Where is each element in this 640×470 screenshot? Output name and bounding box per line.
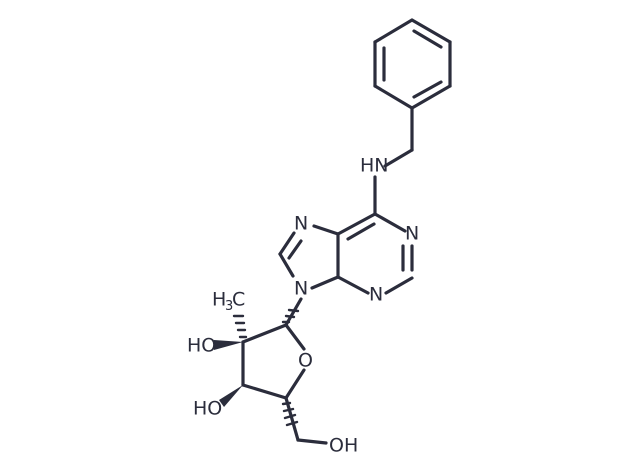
bond-c6-n1 — [373, 212, 407, 233]
svg-text:H: H — [212, 289, 226, 311]
stereo-bond-layer — [214, 308, 300, 427]
bond-o-c4prime — [284, 368, 306, 400]
bond-c2prime-c1prime — [241, 323, 288, 344]
bond-benzene-1 — [410, 18, 452, 44]
svg-text:3: 3 — [225, 299, 233, 314]
bond-c5-c6 — [336, 212, 377, 236]
bond-c1prime-o — [284, 323, 306, 351]
bond-n3-c4 — [336, 275, 370, 295]
bond-n7-c8 — [278, 231, 296, 256]
wedge-bond-c2prime-oh — [214, 340, 243, 350]
hashed-bond-c1prime-n9 — [281, 308, 300, 324]
hashed-bond-c2prime-ch3 — [232, 314, 248, 339]
bond-benzene-3 — [410, 84, 452, 110]
atom-n7: N — [294, 213, 308, 235]
bond-c5-n7 — [312, 224, 340, 236]
atom-oh-c5prime: OH — [329, 435, 358, 457]
atom-n3: N — [369, 284, 383, 306]
bond-benzene-6 — [373, 18, 414, 44]
bond-ch2-nh — [383, 148, 414, 168]
bond-benzene-double-1 — [412, 29, 443, 49]
bond-benzene-4 — [373, 84, 414, 110]
atom-oh-c3prime: HO — [193, 398, 222, 420]
svg-text:C: C — [232, 289, 245, 311]
bond-c5prime-oh — [296, 438, 328, 445]
atom-nh: HN — [360, 155, 389, 177]
bond-c8-n9 — [278, 252, 295, 278]
bond-c2-n3 — [384, 276, 414, 295]
hashed-bond-c4prime-c5prime — [281, 401, 299, 427]
bond-n9-c1prime — [284, 297, 303, 327]
bond-c4prime-c3prime — [241, 383, 288, 400]
atom-ch3: H 3 C — [212, 289, 245, 315]
bond-benzene-double-2 — [412, 80, 443, 99]
bond-c4prime-c5prime — [284, 396, 300, 442]
atom-n9: N — [294, 278, 308, 300]
bond-n9-c4 — [310, 275, 340, 290]
atom-n1: N — [405, 223, 419, 245]
atom-label-layer: HN N N N N O H 3 C HO HO OH — [187, 155, 419, 457]
bond-n7-c8-double — [287, 239, 303, 260]
bond-layer — [241, 18, 452, 445]
wedge-bond-c3prime-oh — [219, 385, 243, 407]
bond-c5-c6-double — [346, 222, 376, 241]
atom-o-ring: O — [298, 350, 313, 372]
atom-oh-c2prime: HO — [187, 335, 216, 357]
